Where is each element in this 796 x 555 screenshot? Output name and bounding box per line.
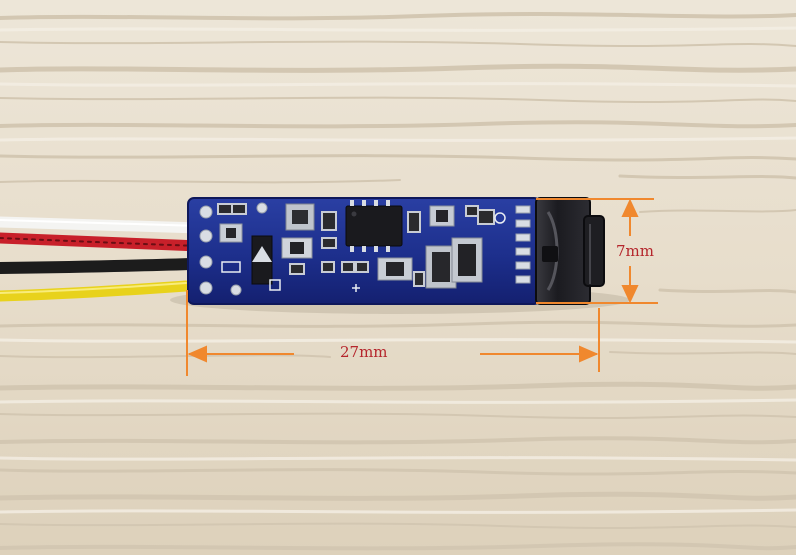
width-arrow-left [187, 345, 207, 363]
height-arrow-bottom [621, 285, 639, 304]
wire-black [0, 258, 196, 274]
jack-contact-pads [515, 205, 531, 284]
wire-red-stripe [0, 237, 201, 247]
smd-components [217, 200, 495, 289]
width-arrow-right [579, 345, 599, 363]
height-arrow-top [621, 198, 639, 217]
width-dimension-label: 27mm [340, 343, 388, 361]
wire-yellow [0, 280, 192, 302]
dimension-annotations [186, 198, 658, 376]
silkscreen [221, 212, 506, 292]
pcb-board [187, 197, 541, 305]
height-dimension-label: 7mm [616, 242, 654, 260]
wire-solder-pads [199, 202, 268, 296]
camera-lens-shell [535, 197, 605, 305]
wire-white [0, 216, 206, 234]
wire-bundle [0, 216, 206, 302]
